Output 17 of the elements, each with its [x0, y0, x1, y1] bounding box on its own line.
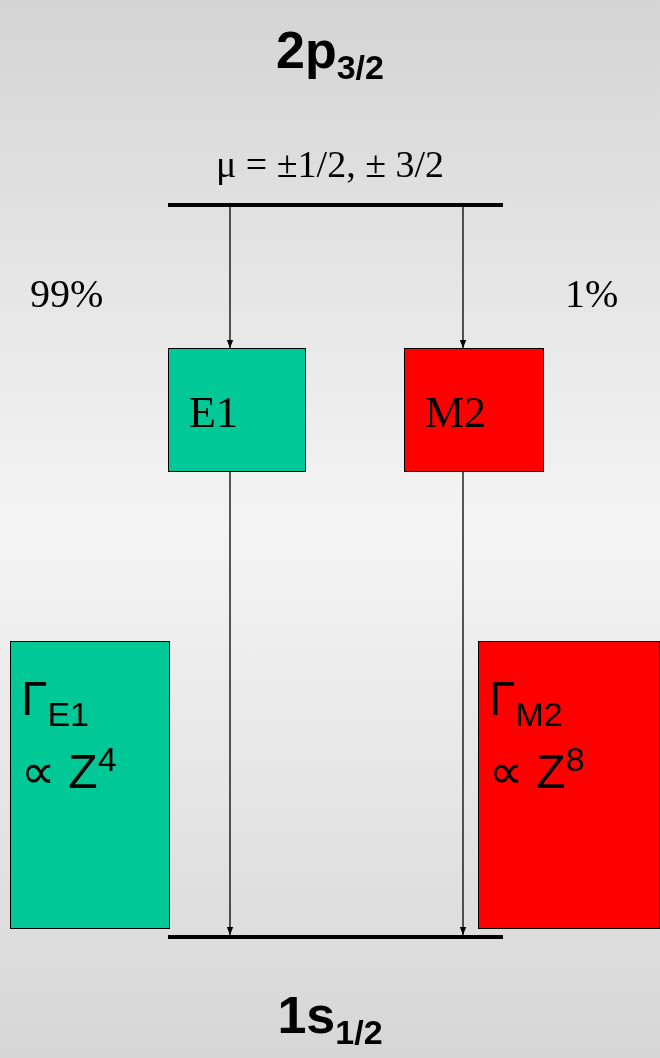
energy-level-label: 2p$_{3/2}$ — [275, 20, 385, 88]
edge-label: 1% — [565, 270, 619, 317]
arrow — [226, 206, 234, 349]
formula-text: Γ$_{M2}$ ∝ Z$^{8}$ — [489, 671, 586, 801]
arrow — [226, 471, 234, 936]
transition-box — [404, 348, 544, 472]
formula-text: Γ$_{E1}$ ∝ Z$^{4}$ — [21, 671, 118, 801]
edge-label: 99% — [30, 270, 104, 317]
quantum-number-label: μ = ±1/2, ± 3/2 — [214, 142, 446, 186]
arrow — [459, 206, 467, 349]
formula-box — [10, 641, 170, 929]
arrow — [459, 471, 467, 936]
transition-label: M2 — [425, 391, 487, 435]
transition-box — [168, 348, 306, 472]
formula-box — [478, 641, 660, 929]
transition-label: E1 — [189, 391, 238, 435]
energy-level-label: 1s$_{1/2}$ — [276, 985, 384, 1053]
